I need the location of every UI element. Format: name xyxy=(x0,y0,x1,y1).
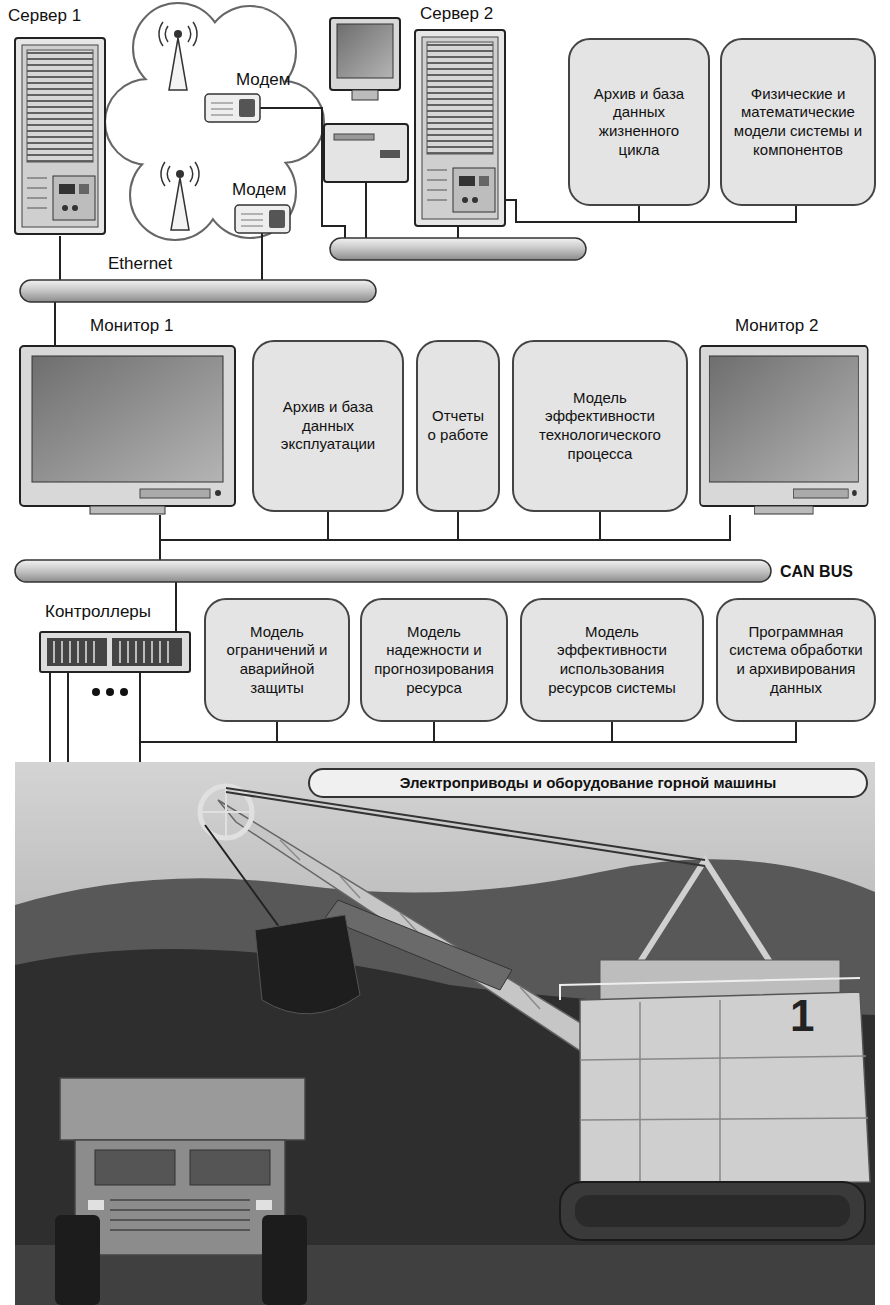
workstation xyxy=(324,18,408,182)
device-label: Контроллеры xyxy=(45,602,151,622)
rounded-box: Архив и база данных эксплуатации xyxy=(252,340,404,512)
box-text: Модель ограничений и аварийной защиты xyxy=(214,623,340,698)
machine-number: 1 xyxy=(790,990,814,1043)
device-label: Сервер 2 xyxy=(420,4,493,24)
banner-box: Электроприводы и оборудование горной маш… xyxy=(308,768,868,798)
device-label: Монитор 1 xyxy=(90,316,173,336)
rounded-box: Отчеты о работе xyxy=(416,340,500,512)
bus-label: CAN BUS xyxy=(780,562,853,581)
box-text: Электроприводы и оборудование горной маш… xyxy=(322,774,854,793)
box-text: Модель надежности и прогнозирования ресу… xyxy=(370,623,498,698)
box-text: Архив и база данных жизненного цикла xyxy=(578,85,700,160)
rounded-box: Программная система обработки и архивиро… xyxy=(716,598,876,722)
device-label: Сервер 1 xyxy=(8,6,81,26)
controller-rack xyxy=(40,632,190,696)
rounded-box: Модель ограничений и аварийной защиты xyxy=(204,598,350,722)
excavator-photo xyxy=(15,762,875,1305)
box-text: Физические и математические модели систе… xyxy=(730,85,866,160)
rounded-box: Архив и база данных жизненного цикла xyxy=(568,38,710,206)
network-cloud xyxy=(106,4,323,239)
rounded-box: Модель эффективности технологического пр… xyxy=(512,340,688,512)
rounded-box: Модель эффективности использования ресур… xyxy=(520,598,704,722)
device-label: Монитор 2 xyxy=(735,316,818,336)
rounded-box: Физические и математические модели систе… xyxy=(720,38,876,206)
box-text: Архив и база данных эксплуатации xyxy=(262,398,394,454)
device-label: Модем xyxy=(236,70,291,90)
bus-label: Ethernet xyxy=(108,254,172,274)
box-text: Программная система обработки и архивиро… xyxy=(726,623,866,698)
box-text: Модель эффективности использования ресур… xyxy=(530,623,694,698)
box-text: Отчеты о работе xyxy=(426,407,490,445)
box-text: Модель эффективности технологического пр… xyxy=(522,389,678,464)
rounded-box: Модель надежности и прогнозирования ресу… xyxy=(360,598,508,722)
device-label: Модем xyxy=(232,180,287,200)
